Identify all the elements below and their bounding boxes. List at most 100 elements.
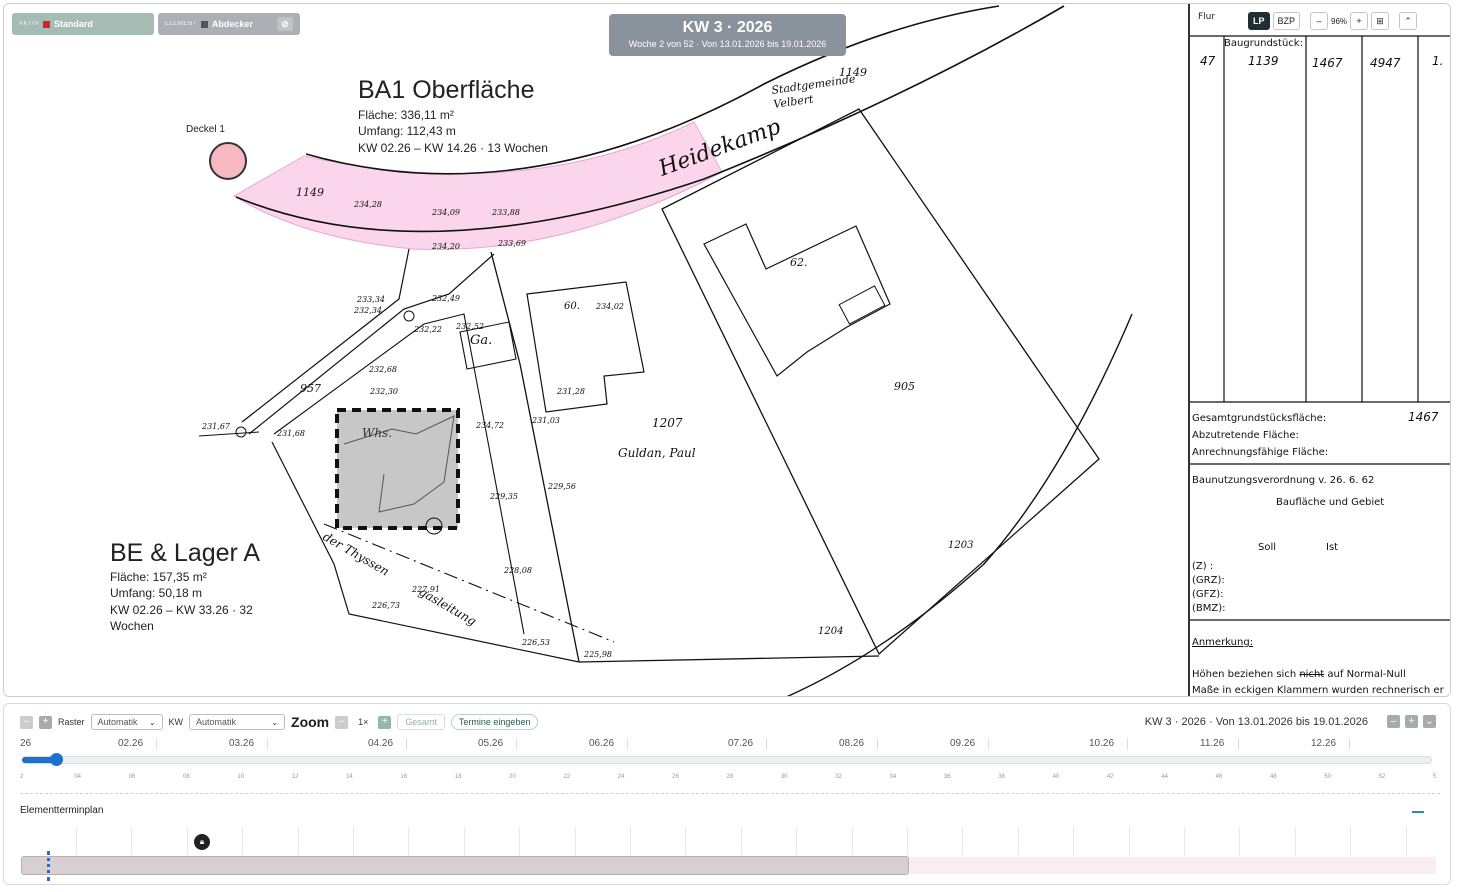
area-title-ba1: BA1 Oberfläche (358, 76, 535, 104)
prev-icon[interactable]: – (1387, 715, 1400, 728)
timeline-slider-handle[interactable] (50, 753, 63, 766)
height-label: 226,53 (521, 638, 550, 647)
deckel-label: Deckel 1 (186, 124, 225, 135)
month-tick (1349, 738, 1350, 750)
lp-button[interactable]: LP (1248, 12, 1270, 30)
month-label: 07.26 (728, 738, 754, 749)
raster-label: Raster (58, 717, 85, 727)
gantt-grid-line (907, 827, 908, 855)
week-label: 36 (943, 774, 951, 780)
gantt-bar[interactable] (21, 856, 909, 875)
minus-icon[interactable]: – (20, 715, 33, 729)
gantt-grid-line (574, 827, 576, 855)
height-label: 229,56 (547, 482, 576, 491)
area-title-be-lager: BE & Lager A (110, 539, 261, 567)
active-layer-chip[interactable]: AKTIV Standard (12, 13, 154, 35)
building-62-shed (838, 285, 886, 325)
be-lager-area (335, 408, 460, 530)
gesamt-value: 1467 (1408, 410, 1439, 424)
month-tick (267, 738, 268, 750)
label-62: 62. (790, 256, 808, 269)
eye-off-icon[interactable]: ⊘ (277, 17, 293, 31)
gesamt-button[interactable]: Gesamt (397, 714, 445, 730)
zoom-minus-icon[interactable]: – (335, 715, 349, 729)
gantt-grid-line (1405, 827, 1407, 855)
red-square-icon (42, 20, 50, 28)
label-velbert: Velbert (773, 92, 815, 111)
bzp-button[interactable]: BZP (1272, 12, 1301, 30)
gfz-row: (GFZ): (1192, 589, 1224, 600)
termine-button[interactable]: Termine eingeben (450, 714, 539, 730)
week-label: 52 (1378, 774, 1386, 780)
week-label: 50 (1324, 774, 1331, 780)
week-badge-subtitle: Woche 2 von 52 · Von 13.01.2026 bis 19.0… (628, 39, 827, 49)
gantt-grid-line (242, 827, 244, 855)
site-plan-drawing[interactable]: Heidekamp Stadtgemeinde Velbert 1149 114… (4, 4, 1188, 697)
label-1149: 1149 (296, 186, 324, 199)
height-label: 232,30 (369, 387, 398, 396)
parcel-inner (273, 313, 525, 635)
kw-select[interactable]: Automatik⌄ (189, 714, 286, 730)
height-label: 234,09 (431, 208, 460, 217)
area-flaeche-be-lager: Fläche: 157,35 m² (110, 570, 207, 584)
column-value: 4947 (1370, 56, 1401, 70)
zoom-value: 96% (1331, 16, 1348, 26)
column-value: 1. (1432, 54, 1444, 68)
bauflaeche-label: Baufläche und Gebiet (1276, 497, 1385, 508)
month-tick (766, 738, 767, 750)
anrechnung-label: Anrechnungsfähige Fläche: (1192, 447, 1329, 458)
gantt-grid-line (796, 827, 798, 855)
baugrundstueck-label: Baugrundstück: (1224, 38, 1303, 49)
collapse-icon[interactable] (1412, 811, 1424, 813)
building-62 (703, 223, 891, 377)
month-tick (406, 738, 407, 750)
zoom-label: Zoom (291, 714, 330, 730)
height-label: 232,49 (431, 294, 460, 303)
next-icon[interactable]: + (1405, 715, 1418, 728)
abzutretende-label: Abzutretende Fläche: (1192, 430, 1299, 441)
area-flaeche-ba1: Fläche: 336,11 m² (358, 108, 454, 122)
garage (459, 321, 517, 370)
week-label: 38 (998, 774, 1005, 780)
chevron-up-icon[interactable]: ⌃ (1399, 12, 1418, 30)
height-label: 233,69 (497, 239, 526, 248)
timeline-slider-track[interactable] (22, 756, 1432, 764)
week-label: 44 (1161, 774, 1168, 780)
height-label: 228,08 (503, 566, 532, 575)
parcel-957 (248, 253, 495, 435)
nicht-text: nicht (1299, 669, 1325, 680)
map-panel[interactable]: Heidekamp Stadtgemeinde Velbert 1149 114… (3, 3, 1451, 697)
week-label: 2 (20, 774, 24, 780)
week-label: 30 (780, 774, 788, 780)
zoom-plus-icon[interactable]: + (378, 715, 392, 729)
zoom-in-button[interactable]: + (1350, 12, 1369, 30)
deckel-marker[interactable] (209, 142, 247, 180)
zoom-out-button[interactable]: – (1310, 12, 1329, 30)
month-label: 26 (20, 738, 32, 749)
timeline-nav: – + ⌄ (1387, 715, 1436, 728)
week-label: 48 (1269, 774, 1277, 780)
height-label: 231,67 (201, 422, 231, 431)
grz-row: (GRZ): (1192, 575, 1225, 586)
label-1203: 1203 (948, 540, 973, 551)
raster-value: Automatik (97, 717, 138, 727)
grid-icon[interactable]: ⊞ (1371, 12, 1390, 30)
bmz-row: (BMZ): (1192, 603, 1226, 614)
month-tick (627, 738, 628, 750)
gantt-grid-line (630, 827, 631, 855)
current-week-marker (47, 851, 50, 881)
building-60 (526, 281, 645, 413)
height-label: 234,28 (353, 200, 382, 209)
element-chip[interactable]: ELEMENT Abdecker ⊘ (158, 13, 300, 35)
height-label: 231,28 (556, 387, 585, 396)
plus-icon[interactable]: + (39, 715, 52, 729)
lock-icon[interactable]: 🔒︎ (194, 834, 210, 850)
hoehen-line: Höhen beziehen sich nicht auf Normal-Nul… (1192, 669, 1406, 680)
month-label: 04.26 (368, 738, 394, 749)
month-label: 08.26 (839, 738, 865, 749)
raster-select[interactable]: Automatik⌄ (90, 714, 163, 730)
label-ga: Ga. (470, 333, 492, 348)
week-label: 04 (74, 774, 82, 780)
chevron-down-icon[interactable]: ⌄ (1423, 715, 1436, 728)
parcel-1207-line (578, 655, 880, 663)
